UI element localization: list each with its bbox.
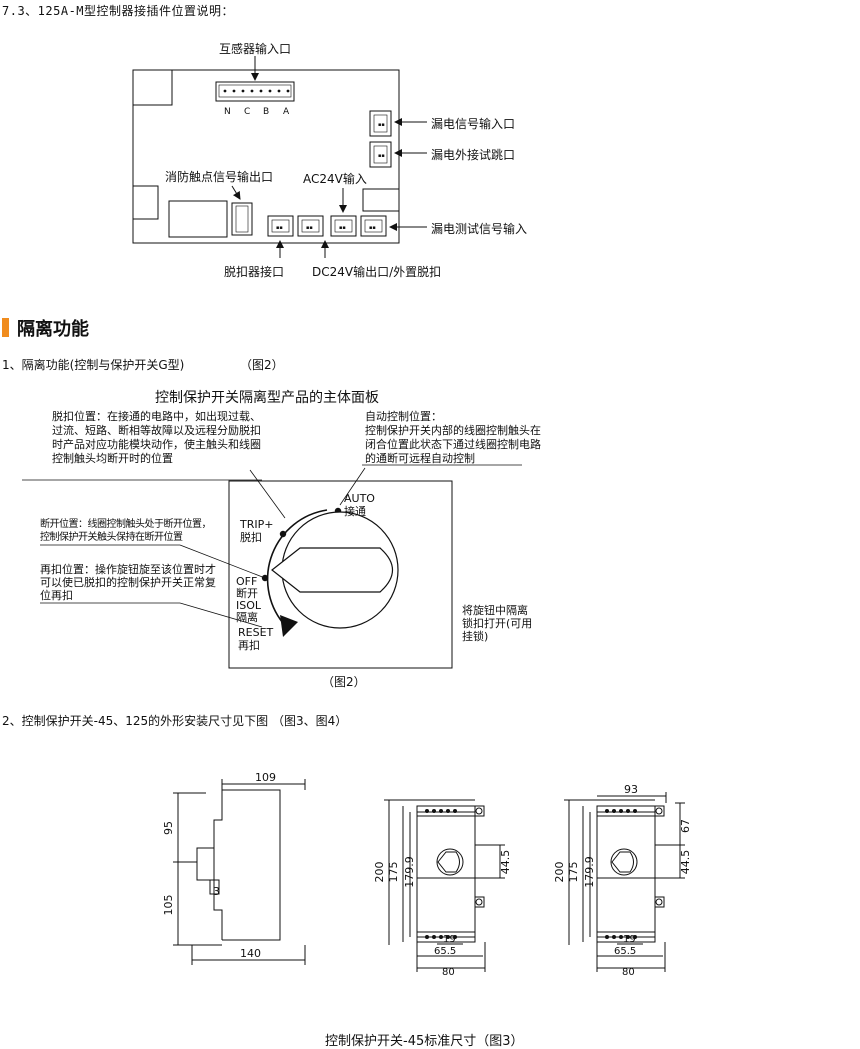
pin-label-c: C <box>244 107 251 117</box>
note-lock-line: 挂锁) <box>462 630 489 643</box>
pos-auto-en: AUTO <box>344 492 375 505</box>
label-ac24v-in: AC24V输入 <box>303 172 367 186</box>
note-trip-line: 控制触头均断开时的位置 <box>52 452 173 465</box>
note-off-line: 断开位置：线圈控制触头处于断开位置， <box>40 519 212 530</box>
svg-text:▪▪: ▪▪ <box>339 225 346 231</box>
item1-fig-ref: （图2） <box>240 358 284 372</box>
note-reset-position: 再扣位置：操作旋钮旋至该位置时才 可以使已脱扣的控制保护开关正常复 位再扣 <box>40 563 216 602</box>
pin-label-a: A <box>283 107 290 117</box>
section-title-isolation: 隔离功能 <box>17 319 89 340</box>
note-auto-line: 闭合位置此状态下通过线圈控制电路 <box>365 438 541 451</box>
label-trip-port: 脱扣器接口 <box>224 265 285 279</box>
note-reset-line: 位再扣 <box>40 589 73 602</box>
item2-text: 2、控制保护开关-45、125的外形安装尺寸见下图 （图3、图4） <box>2 714 348 728</box>
rotary-knob <box>271 511 399 629</box>
dim-f2-w1: 19 <box>623 934 636 945</box>
dim-side-w-top: 109 <box>255 771 276 784</box>
note-lock-line: 锁扣打开(可用 <box>462 617 533 630</box>
label-dc24v-out: DC24V输出口/外置脱扣 <box>312 265 442 279</box>
dim-f2-h-total: 200 <box>553 862 566 883</box>
front-view-2-terminals <box>605 809 637 939</box>
section-accent-bar <box>2 318 9 337</box>
svg-text:▪▪: ▪▪ <box>378 153 385 159</box>
pos-auto-label: AUTO 接通 <box>344 492 375 518</box>
dim-side-w-bottom: 140 <box>240 947 261 960</box>
note-trip-line: 过流、短路、断相等故障以及远程分励脱扣 <box>52 424 261 437</box>
dim-f1-w2: 65.5 <box>434 946 457 957</box>
isolation-panel <box>22 464 522 669</box>
note-off-position: 断开位置：线圈控制触头处于断开位置， 控制保护开关触头保持在断开位置 <box>40 518 212 544</box>
small-connectors <box>231 110 392 237</box>
pos-trip-en: TRIP+ <box>240 518 274 531</box>
label-leak-signal-in: 漏电信号输入口 <box>431 117 516 131</box>
note-auto-position: 自动控制位置： 控制保护开关内部的线圈控制触头在 闭合位置此状态下通过线圈控制电… <box>365 410 541 466</box>
pos-trip-label: TRIP+ 脱扣 <box>240 518 273 544</box>
label-leak-ext-test: 漏电外接试跳口 <box>431 148 516 162</box>
pos-trip-cn: 脱扣 <box>240 531 262 544</box>
pos-isol-cn: 隔离 <box>236 611 258 624</box>
note-auto-line: 控制保护开关内部的线圈控制触头在 <box>365 424 541 437</box>
pin-label-b: B <box>263 107 270 117</box>
dim-f1-h2: 179.9 <box>403 856 416 888</box>
dim-f1-h-knob: 44.5 <box>499 850 512 875</box>
controller-board: ▪▪ ▪▪ ▪▪ ▪▪ ▪▪ ▪▪ <box>132 69 400 244</box>
pos-off-en: OFF <box>236 575 258 588</box>
pos-reset-cn: 再扣 <box>238 639 260 652</box>
front-view-1-terminals <box>425 809 457 939</box>
pos-isol-en: ISOL <box>236 599 262 612</box>
dim-f2-w-top: 93 <box>624 783 638 796</box>
front-view-1-drawing <box>384 799 505 972</box>
label-leak-test-signal-in: 漏电测试信号输入 <box>431 222 528 236</box>
item1-text: 1、隔离功能(控制与保护开关G型) <box>2 358 185 372</box>
pos-reset-en: RESET <box>238 626 274 639</box>
board-arrows <box>231 56 427 258</box>
fig3-caption: 控制保护开关-45标准尺寸（图3） <box>325 1034 524 1049</box>
dim-f2-h1: 175 <box>567 862 580 883</box>
note-auto-line: 的通断可远程自动控制 <box>365 452 475 465</box>
side-view-drawing <box>173 779 306 965</box>
note-reset-line: 再扣位置：操作旋钮旋至该位置时才 <box>40 563 216 576</box>
pos-off-cn: 断开 <box>236 587 258 600</box>
note-trip-line: 时产品对应功能模块动作，使主触头和线圈 <box>52 438 261 451</box>
dim-f2-h-right: 67 <box>679 819 692 833</box>
note-lock: 将旋钮中隔离 锁扣打开(可用 挂锁) <box>462 604 532 643</box>
pin-label-n: N <box>224 107 231 117</box>
svg-text:▪▪: ▪▪ <box>369 225 376 231</box>
dim-f1-h-total: 200 <box>373 862 386 883</box>
pos-reset-label: RESET 再扣 <box>238 626 273 652</box>
fig2-caption: （图2） <box>322 675 366 689</box>
dim-f1-w1: 19 <box>443 934 456 945</box>
section-heading-7-3: 7.3、125A-M型控制器接插件位置说明： <box>2 4 235 18</box>
dim-f2-h2: 179.9 <box>583 856 596 888</box>
dim-side-h-bottom: 105 <box>162 895 175 916</box>
note-reset-line: 可以使已脱扣的控制保护开关正常复 <box>40 576 216 589</box>
svg-text:▪▪: ▪▪ <box>378 122 385 128</box>
dim-f2-w2: 65.5 <box>614 946 637 957</box>
svg-text:▪▪: ▪▪ <box>276 225 283 231</box>
note-trip-position: 脱扣位置：在接通的电路中，如出现过载、 过流、短路、断相等故障以及远程分励脱扣 … <box>52 410 261 466</box>
note-lock-line: 将旋钮中隔离 <box>462 604 528 617</box>
dim-f1-w3: 80 <box>442 967 455 978</box>
note-auto-line: 自动控制位置： <box>365 410 442 423</box>
dim-side-h-top: 95 <box>162 821 175 835</box>
note-trip-line: 脱扣位置：在接通的电路中，如出现过载、 <box>52 410 261 423</box>
dim-side-d: 3 <box>213 885 220 898</box>
label-fire-contact-out: 消防触点信号输出口 <box>165 170 274 184</box>
pos-auto-cn: 接通 <box>344 505 366 518</box>
svg-text:▪▪: ▪▪ <box>306 225 313 231</box>
panel-title: 控制保护开关隔离型产品的主体面板 <box>155 390 379 406</box>
dim-f1-h1: 175 <box>387 862 400 883</box>
ct-connector <box>215 81 295 102</box>
dim-f2-h-knob: 44.5 <box>679 850 692 875</box>
label-ct-input: 互感器输入口 <box>219 42 292 56</box>
note-off-line: 控制保护开关触头保持在断开位置 <box>40 532 183 543</box>
pos-off-label: OFF 断开 ISOL 隔离 <box>236 576 261 624</box>
dim-f2-w3: 80 <box>622 967 635 978</box>
